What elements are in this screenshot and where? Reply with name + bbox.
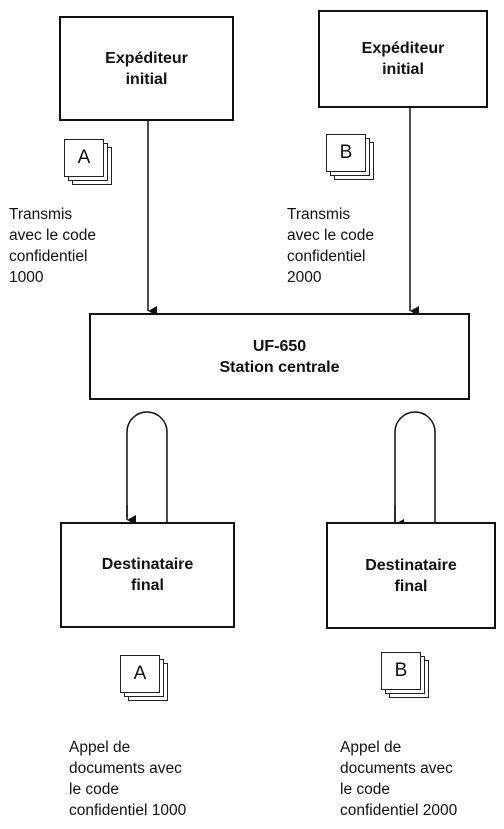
document-a-received-letter: A xyxy=(120,655,160,693)
recipient-a-title-line2: final xyxy=(131,577,164,594)
recipient-a-caption: Appel de documents avec le code confiden… xyxy=(69,739,187,819)
document-b-received-icon: B xyxy=(381,652,429,698)
sender-b-title-line1: Expéditeur xyxy=(361,40,445,57)
recipient-b-title-line2: final xyxy=(394,577,428,595)
sender-a-title-line2: initial xyxy=(125,70,168,88)
document-b-icon: B xyxy=(326,134,374,180)
central-station-label: Station centrale xyxy=(219,358,340,376)
recipient-b-title-line1: Destinataire xyxy=(365,556,457,574)
sender-a-caption: Transmis avec le code confidentiel 1000 xyxy=(9,206,97,286)
document-a-icon: A xyxy=(64,139,112,185)
sender-b-box: Expéditeur initial xyxy=(318,10,488,108)
recipient-b-box: Destinataire final xyxy=(326,522,496,629)
document-a-letter: A xyxy=(64,139,104,177)
central-station-box: UF-650 Station centrale xyxy=(89,313,470,400)
document-b-received-letter: B xyxy=(381,652,421,690)
recipient-b-caption: Appel de documents avec le code confiden… xyxy=(340,739,458,819)
loop-central-to-recipient-b xyxy=(394,411,436,522)
sender-b-caption: Transmis avec le code confidentiel 2000 xyxy=(287,206,375,286)
loop-central-to-recipient-a xyxy=(126,411,168,522)
document-b-letter: B xyxy=(326,134,366,172)
sender-a-title-line1: Expéditeur xyxy=(105,49,188,67)
sender-a-box: Expéditeur initial xyxy=(59,16,234,121)
recipient-a-title-line1: Destinataire xyxy=(101,556,194,573)
document-a-received-icon: A xyxy=(120,655,168,701)
central-station-model: UF-650 xyxy=(252,337,307,355)
recipient-a-box: Destinataire final xyxy=(60,522,235,628)
sender-b-title-line2: initial xyxy=(382,61,424,78)
